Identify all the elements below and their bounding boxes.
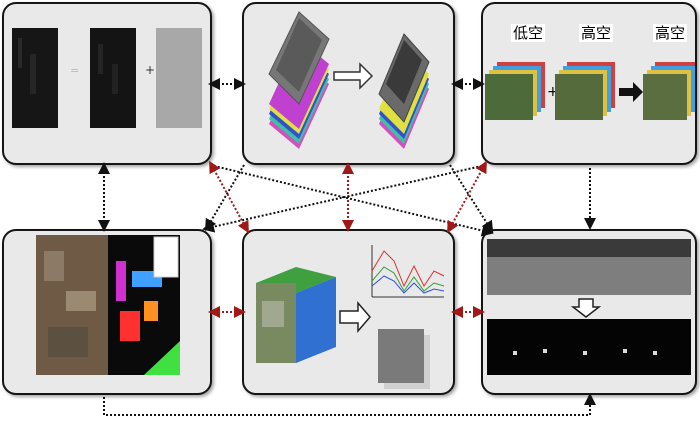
plus-sign: + <box>145 63 156 77</box>
spectral-figure <box>256 245 445 389</box>
link-classification-detection <box>103 393 596 416</box>
hyperspectral-cube <box>256 267 336 363</box>
transform-arrow-icon <box>333 62 374 90</box>
detection-figure <box>487 239 691 375</box>
link-decomposition-spectral <box>209 160 249 234</box>
high-altitude-hypercube <box>555 62 615 120</box>
link-fusion-spectral <box>447 160 487 234</box>
low-altitude-hypercube <box>485 62 545 120</box>
decomposition-figure <box>12 28 202 128</box>
panel-fusion: 低空 高空 高空 + <box>481 2 697 165</box>
low-altitude-label: 低空 <box>511 24 546 42</box>
fused-hypercube <box>643 62 695 120</box>
class-legend <box>153 236 179 278</box>
panel-registration <box>242 2 455 165</box>
result-label: 高空 <box>653 24 688 42</box>
fusion-arrow-icon <box>619 82 643 102</box>
sparse-component-image <box>156 28 202 128</box>
reference-hypercube <box>268 11 330 149</box>
panel-classification <box>2 229 212 395</box>
panel-detection <box>481 229 697 395</box>
link-registration-detection <box>449 164 494 234</box>
high-altitude-label: 高空 <box>579 24 614 42</box>
panel-spectral <box>242 229 455 395</box>
detection-map-strip <box>487 319 691 375</box>
band-image-stack <box>378 329 430 389</box>
link-decomposition-detection <box>209 164 494 237</box>
equals-sign: = <box>70 64 80 77</box>
link-registration-classification <box>204 164 245 232</box>
analysis-arrow-icon <box>339 300 371 334</box>
link-fusion-classification <box>202 164 487 233</box>
fusion-figure: + <box>485 62 695 120</box>
classification-figure <box>36 235 180 375</box>
detection-arrow-icon <box>570 298 602 318</box>
registration-figure <box>268 11 430 149</box>
panel-decomposition: = + <box>2 2 212 165</box>
fusion-plus-sign: + <box>547 84 559 100</box>
spectral-curve-plot <box>371 245 445 298</box>
registered-hypercube <box>378 33 430 149</box>
